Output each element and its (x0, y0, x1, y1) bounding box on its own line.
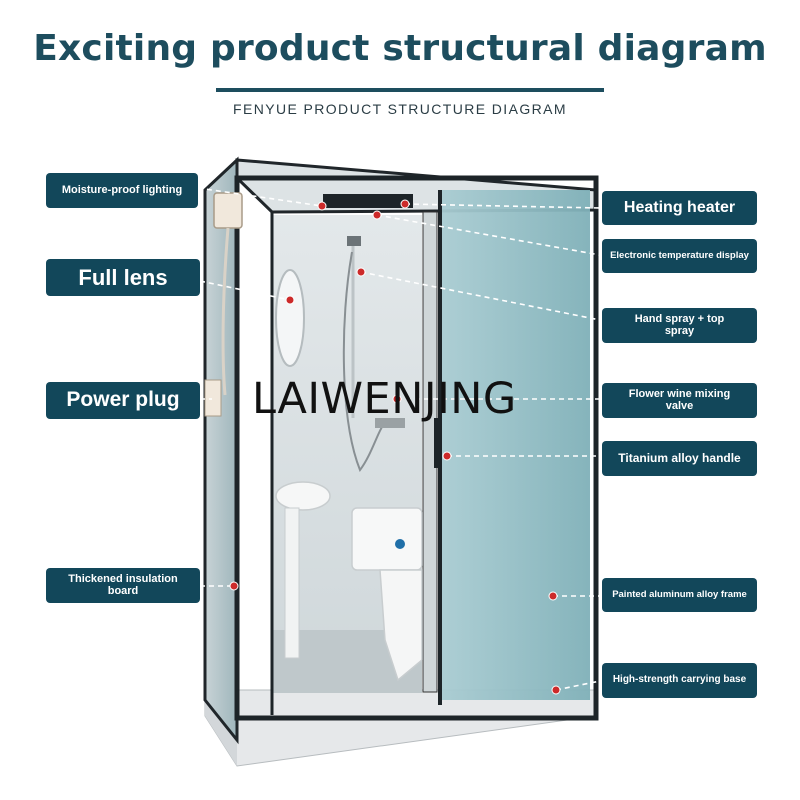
toilet-tank (351, 507, 423, 571)
door-handle (434, 418, 439, 468)
heater-unit (323, 194, 413, 208)
watermark-text: LAIWENJING (252, 374, 517, 424)
label-titanium-alloy-handle: Titanium alloy handle (602, 441, 757, 476)
label-moisture-proof-lighting: Moisture-proof lighting (46, 173, 198, 208)
marker-frame (548, 591, 558, 601)
page-title: Exciting product structural diagram (33, 28, 767, 69)
shower-hose (342, 251, 391, 473)
marker-handle (442, 451, 452, 461)
marker-lens (285, 295, 295, 305)
marker-valve (392, 394, 402, 404)
label-full-lens: Full lens (46, 259, 200, 296)
label-flower-wine-mixing-valve: Flower wine mixing valve (602, 383, 757, 418)
marker-lighting (317, 201, 327, 211)
label-power-plug: Power plug (46, 382, 200, 419)
base-tray (204, 689, 597, 767)
label-heating-heater: Heating heater (602, 191, 757, 225)
power-plug-unit (213, 192, 243, 229)
marker-heater (400, 199, 410, 209)
sliding-glass-door (440, 190, 590, 700)
label-painted-aluminum-alloy-frame: Painted aluminum alloy frame (602, 578, 757, 612)
label-electronic-temperature-display: Electronic temperature display (602, 239, 757, 273)
label-thickened-insulation-board: Thickened insulation board (46, 568, 200, 603)
label-hand-spray-top-spray: Hand spray + top spray (602, 308, 757, 343)
left-side-panel (203, 156, 239, 745)
marker-insulation (229, 581, 239, 591)
marker-temp-display (372, 210, 382, 220)
front-frame (234, 175, 599, 721)
mirror (275, 269, 305, 367)
page-subtitle: FENYUE PRODUCT STRUCTURE DIAGRAM (233, 101, 567, 117)
wash-basin (275, 481, 331, 511)
title-underline (216, 88, 604, 92)
marker-base (551, 685, 561, 695)
label-high-strength-carrying-base: High-strength carrying base (602, 663, 757, 698)
mixing-valve (375, 418, 405, 428)
marker-spray (356, 267, 366, 277)
toilet-bowl (379, 569, 423, 682)
